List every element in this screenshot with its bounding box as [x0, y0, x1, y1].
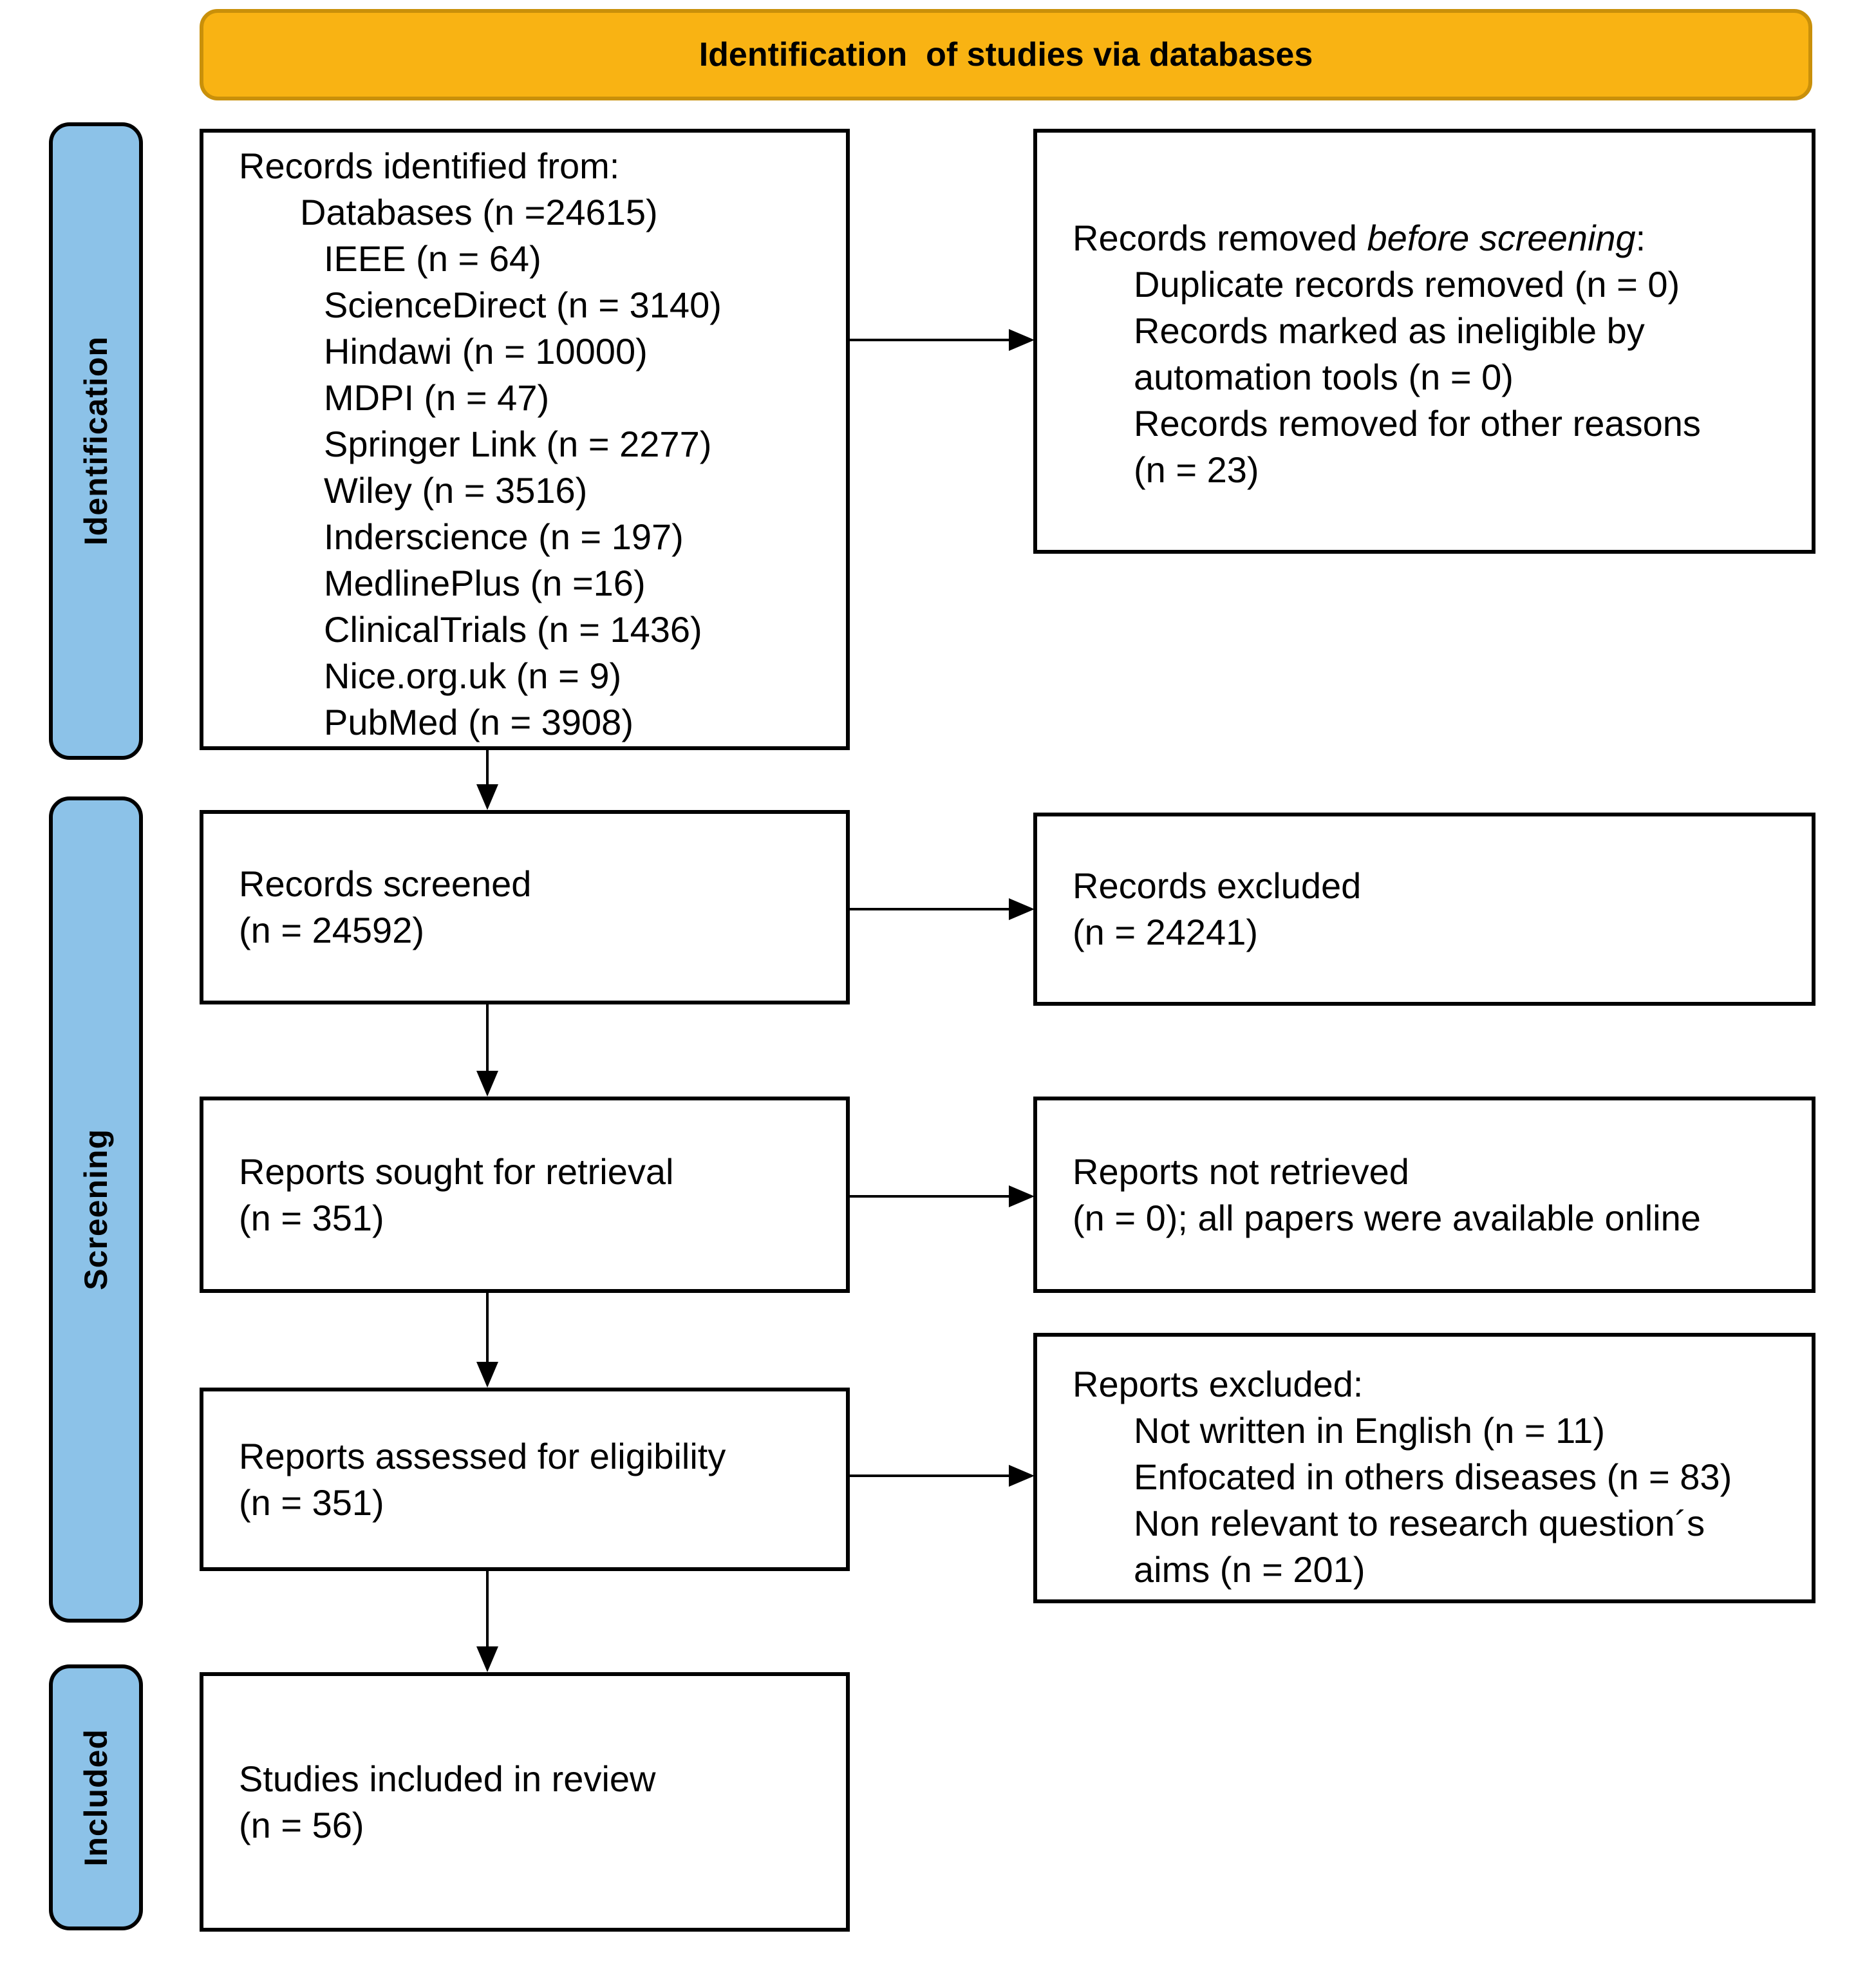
box-line: ClinicalTrials (n = 1436) [324, 609, 702, 650]
box-line: Reports not retrieved [1073, 1151, 1409, 1192]
box-records-screened: Records screened (n = 24592) [200, 810, 850, 1004]
stage-tab-screening: Screening [49, 796, 143, 1623]
box-line: Databases (n =24615) [300, 192, 658, 232]
box-line: Records screened [239, 863, 532, 904]
arrow-head-identified-to-removed [1009, 329, 1035, 351]
stage-label-included: Included [78, 1728, 114, 1867]
arrow-head-assessed-to-included [476, 1646, 498, 1672]
box-line: Records identified from: [239, 146, 620, 186]
box-line: (n = 0); all papers were available onlin… [1073, 1197, 1701, 1238]
box-line: Reports excluded: [1073, 1364, 1364, 1404]
arrow-head-screened-to-sought [476, 1071, 498, 1097]
box-line: (n = 23) [1134, 449, 1259, 490]
box-line: IEEE (n = 64) [324, 238, 541, 279]
banner-title: Identification of studies via databases [699, 36, 1313, 73]
box-line: Studies included in review [239, 1758, 656, 1799]
arrow-line-screened-to-excluded [849, 908, 1010, 910]
box-line: (n = 351) [239, 1482, 384, 1523]
box-studies-included: Studies included in review (n = 56) [200, 1672, 850, 1932]
box-line: Reports assessed for eligibility [239, 1435, 726, 1476]
stage-tab-identification: Identification [49, 122, 143, 760]
box-line: PubMed (n = 3908) [324, 702, 633, 742]
box-line: Hindawi (n = 10000) [324, 331, 648, 372]
box-line: Nice.org.uk (n = 9) [324, 655, 622, 696]
box-reports-not-retrieved: Reports not retrieved (n = 0); all paper… [1033, 1097, 1815, 1293]
box-line: Records marked as ineligible by [1134, 310, 1645, 351]
box-reports-sought: Reports sought for retrieval (n = 351) [200, 1097, 850, 1293]
arrow-line-sought-to-assessed [486, 1292, 489, 1364]
box-line: (n = 351) [239, 1197, 384, 1238]
removed-title-suffix: : [1635, 218, 1646, 258]
box-line: ScienceDirect (n = 3140) [324, 285, 722, 325]
arrow-head-sought-to-not-retrieved [1009, 1185, 1035, 1207]
box-line: (n = 24592) [239, 910, 424, 950]
box-line: (n = 56) [239, 1804, 364, 1845]
box-line: automation tools (n = 0) [1134, 357, 1514, 397]
box-line: Reports sought for retrieval [239, 1151, 674, 1192]
box-line: MDPI (n = 47) [324, 377, 550, 418]
stage-tab-included: Included [49, 1664, 143, 1930]
box-line: Non relevant to research question´s [1134, 1503, 1705, 1543]
arrow-head-identified-to-screened [476, 784, 498, 810]
box-line: Inderscience (n = 197) [324, 516, 684, 557]
removed-title-italic: before screening [1367, 218, 1636, 258]
banner-identification-via-databases: Identification of studies via databases [200, 9, 1812, 100]
arrow-head-screened-to-excluded [1009, 898, 1035, 920]
arrow-line-sought-to-not-retrieved [849, 1195, 1010, 1198]
box-line: Records removed before screening: [1073, 215, 1804, 261]
box-line: aims (n = 201) [1134, 1549, 1365, 1590]
box-line: MedlinePlus (n =16) [324, 563, 646, 603]
arrow-line-assessed-to-reports-excluded [849, 1474, 1010, 1477]
arrow-line-identified-to-screened [486, 749, 489, 787]
box-line: Springer Link (n = 2277) [324, 424, 712, 464]
box-line: (n = 24241) [1073, 912, 1258, 952]
arrow-line-identified-to-removed [849, 339, 1010, 341]
box-line: Enfocated in others diseases (n = 83) [1134, 1456, 1732, 1497]
box-records-excluded: Records excluded (n = 24241) [1033, 813, 1815, 1006]
box-reports-excluded-reasons: Reports excluded: Not written in English… [1033, 1333, 1815, 1603]
box-line: Not written in English (n = 11) [1134, 1410, 1605, 1451]
arrow-head-assessed-to-reports-excluded [1009, 1465, 1035, 1487]
box-line: Wiley (n = 3516) [324, 470, 588, 511]
arrow-line-assessed-to-included [486, 1570, 489, 1649]
stage-label-screening: Screening [78, 1129, 114, 1290]
arrow-head-sought-to-assessed [476, 1362, 498, 1388]
box-reports-assessed: Reports assessed for eligibility (n = 35… [200, 1388, 850, 1571]
box-line: Duplicate records removed (n = 0) [1134, 264, 1680, 305]
box-records-removed-before-screening: Records removed before screening: Duplic… [1033, 129, 1815, 554]
box-records-identified: Records identified from: Databases (n =2… [200, 129, 850, 750]
removed-title-prefix: Records removed [1073, 218, 1367, 258]
box-line: Records removed for other reasons [1134, 403, 1701, 444]
arrow-line-screened-to-sought [486, 1002, 489, 1073]
stage-label-identification: Identification [78, 336, 114, 546]
box-line: Records excluded [1073, 865, 1362, 906]
